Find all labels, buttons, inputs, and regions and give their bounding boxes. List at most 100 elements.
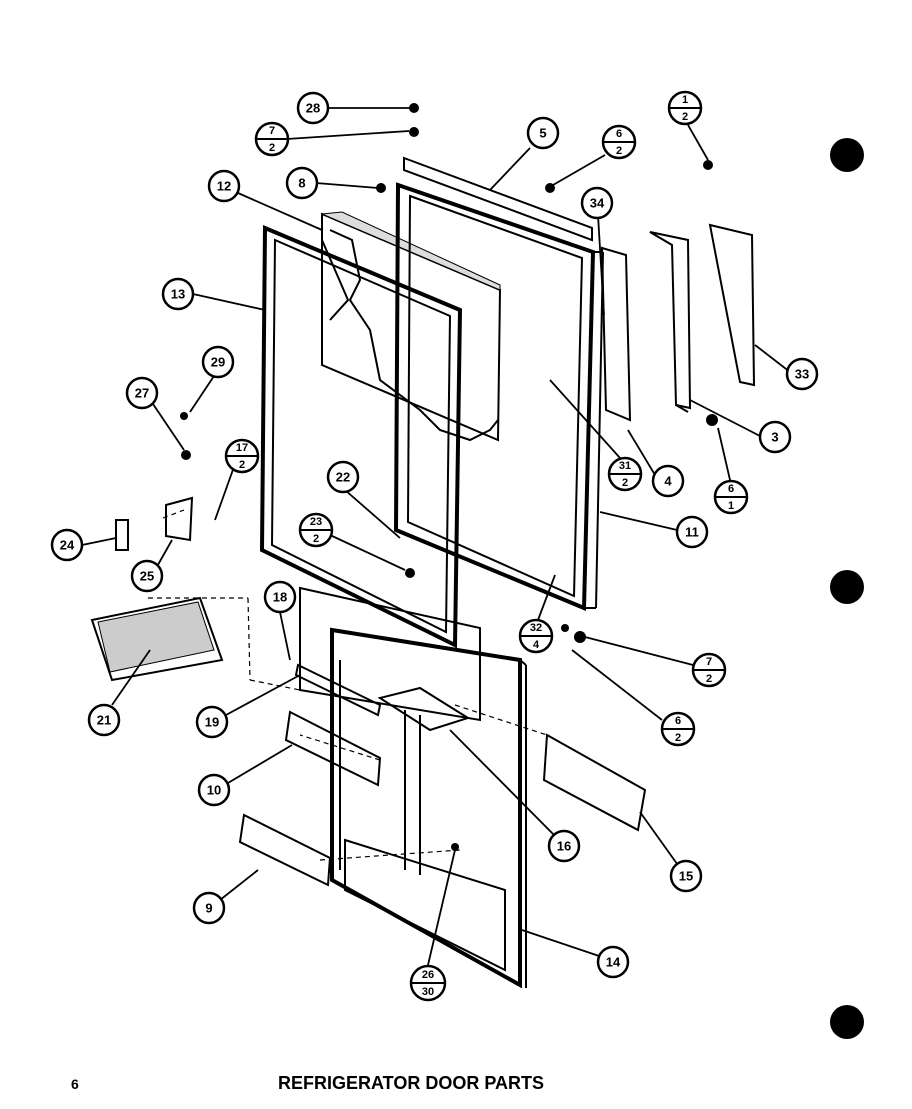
callout-11: 11 (675, 515, 709, 549)
callout-bottom: 2 (622, 477, 628, 489)
callout-label: 24 (60, 538, 75, 553)
upper-outer-door (393, 182, 604, 611)
callout-top: 6 (675, 715, 681, 727)
callout-top: 7 (706, 656, 712, 668)
callout-label: 10 (207, 783, 221, 798)
callout-bottom: 30 (422, 986, 434, 998)
bracket-16 (377, 686, 471, 732)
callout-label: 27 (135, 386, 149, 401)
callout-13: 13 (161, 277, 195, 311)
hinge-bracket (649, 231, 692, 413)
callout-bottom: 2 (706, 673, 712, 685)
shelf-10 (284, 710, 382, 787)
bar-19 (294, 663, 382, 717)
bracket-24 (115, 519, 129, 551)
callout-5: 5 (526, 116, 560, 150)
callout-23-2: 232 (298, 512, 334, 548)
callout-label: 4 (664, 474, 672, 489)
callout-12: 12 (207, 169, 241, 203)
callout-1-2: 12 (667, 90, 703, 126)
callout-bottom: 2 (682, 111, 688, 123)
callout-29: 29 (201, 345, 235, 379)
callout-label: 18 (273, 590, 287, 605)
callout-label: 34 (590, 196, 605, 211)
callout-top: 7 (269, 125, 275, 137)
callout-label: 15 (679, 869, 693, 884)
callout-label: 21 (97, 713, 111, 728)
part-callouts: 28 8 12 5 34 13 29 27 24 25 22 33 3 4 11… (50, 90, 819, 1002)
callout-15: 15 (669, 859, 703, 893)
callout-34: 34 (580, 186, 614, 220)
callout-22: 22 (326, 460, 360, 494)
callout-19: 19 (195, 705, 229, 739)
callout-bottom: 1 (728, 500, 734, 512)
binder-hole-top (830, 138, 864, 172)
callout-label: 9 (205, 901, 212, 916)
callout-bottom: 2 (616, 145, 622, 157)
callout-top: 32 (530, 622, 542, 634)
page-title: REFRIGERATOR DOOR PARTS (278, 1073, 544, 1093)
callout-top: 6 (728, 483, 734, 495)
callout-label: 25 (140, 569, 154, 584)
callout-top: 6 (616, 128, 622, 140)
callout-6-2-upper: 62 (601, 124, 637, 160)
callout-top: 1 (682, 94, 688, 106)
hinge-cover (708, 223, 756, 387)
callout-label: 8 (298, 176, 305, 191)
callout-label: 11 (685, 525, 699, 540)
callout-label: 3 (771, 430, 778, 445)
callout-top: 31 (619, 460, 631, 472)
page-number: 6 (71, 1076, 79, 1092)
assembly-guide-lines (148, 509, 548, 861)
callout-bottom: 2 (269, 142, 275, 154)
callout-bottom: 2 (239, 459, 245, 471)
callout-label: 22 (336, 470, 350, 485)
side-strip (600, 246, 632, 422)
lower-door (330, 627, 527, 989)
callout-7-2-lower: 72 (691, 652, 727, 688)
bracket-25 (165, 496, 194, 542)
callout-top: 17 (236, 442, 248, 454)
callout-8: 8 (285, 166, 319, 200)
shelf-9 (238, 813, 332, 887)
callout-21: 21 (87, 703, 121, 737)
bracket-15 (542, 733, 647, 832)
upper-door-gasket (259, 225, 463, 649)
upper-door-liner (321, 211, 502, 442)
callout-32-4: 324 (518, 618, 554, 654)
callout-18: 18 (263, 580, 297, 614)
callout-top: 23 (310, 516, 322, 528)
top-trim (403, 156, 593, 242)
callout-top: 26 (422, 969, 434, 981)
callout-28: 28 (296, 91, 330, 125)
callout-24: 24 (50, 528, 84, 562)
callout-14: 14 (596, 945, 630, 979)
callout-6-1: 61 (713, 479, 749, 515)
callout-16: 16 (547, 829, 581, 863)
binder-hole-middle (830, 570, 864, 604)
callout-label: 33 (795, 367, 809, 382)
callout-9: 9 (192, 891, 226, 925)
callout-4: 4 (651, 464, 685, 498)
callout-label: 13 (171, 287, 185, 302)
callout-label: 29 (211, 355, 225, 370)
callout-label: 5 (539, 126, 546, 141)
screws (180, 103, 718, 851)
callout-bottom: 4 (533, 639, 540, 651)
leader-lines (81, 107, 791, 966)
callout-25: 25 (130, 559, 164, 593)
binder-hole-bottom (830, 1005, 864, 1039)
callout-33: 33 (785, 357, 819, 391)
callout-6-2-lower: 62 (660, 711, 696, 747)
shelf-21 (90, 596, 224, 682)
callout-10: 10 (197, 773, 231, 807)
callout-label: 16 (557, 839, 571, 854)
callout-bottom: 2 (313, 533, 319, 545)
callout-3: 3 (758, 420, 792, 454)
callout-label: 12 (217, 179, 231, 194)
callout-bottom: 2 (675, 732, 681, 744)
callout-7-2-upper: 72 (254, 121, 290, 157)
